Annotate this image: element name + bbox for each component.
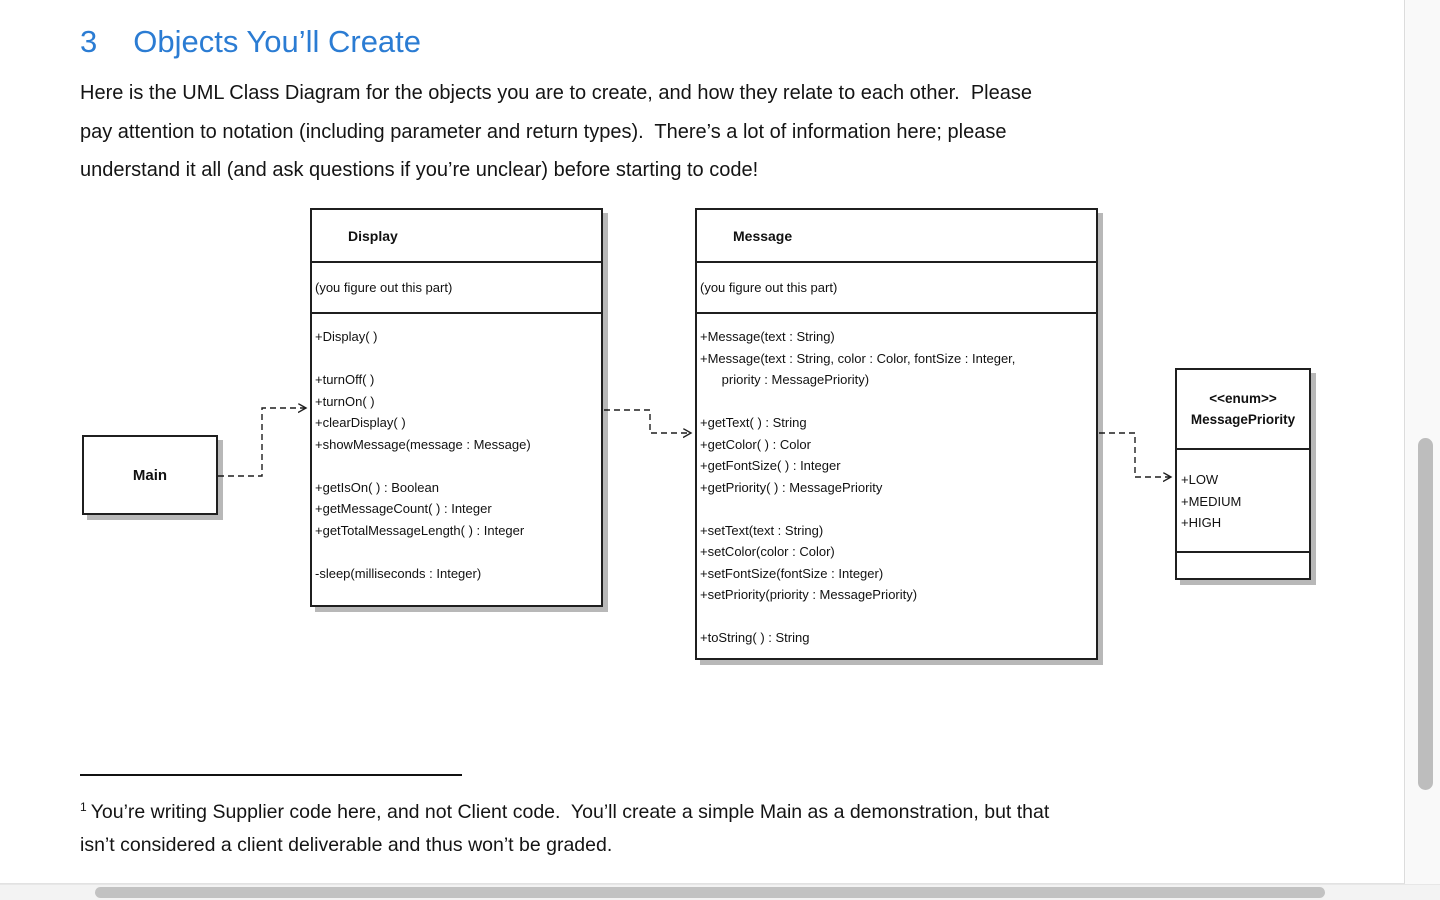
vertical-scrollbar-thumb[interactable] xyxy=(1418,438,1433,790)
message-class-attributes: (you figure out this part) xyxy=(697,261,1096,312)
section-number: 3 xyxy=(80,24,98,59)
section-heading: 3 Objects You’ll Create xyxy=(80,24,421,60)
main-class-title: Main xyxy=(132,466,168,484)
uml-class-display: Display (you figure out this part) +Disp… xyxy=(310,208,603,607)
intro-paragraph: Here is the UML Class Diagram for the ob… xyxy=(80,82,1032,181)
uml-class-main: Main xyxy=(82,435,218,515)
display-class-methods: +Display( ) +turnOff( ) +turnOn( ) +clea… xyxy=(312,312,601,584)
uml-class-message: Message (you figure out this part) +Mess… xyxy=(695,208,1098,660)
footnote-marker: 1 xyxy=(80,799,87,814)
footnote-separator xyxy=(80,774,462,776)
arrow-message-to-messagepriority xyxy=(1099,432,1171,477)
section-title: Objects You’ll Create xyxy=(133,24,422,59)
enum-empty-compartment xyxy=(1177,551,1309,576)
display-class-title: Display xyxy=(348,227,398,244)
message-class-title: Message xyxy=(733,227,793,244)
document-page: 3 Objects You’ll Create Here is the UML C… xyxy=(0,0,1405,884)
enum-name: MessagePriority xyxy=(1190,412,1296,427)
footnote-text: You’re writing Supplier code here, and n… xyxy=(80,801,1050,856)
arrow-display-to-message xyxy=(604,409,691,433)
display-class-attributes: (you figure out this part) xyxy=(312,261,601,312)
message-class-methods: +Message(text : String) +Message(text : … xyxy=(697,312,1096,649)
vertical-scrollbar-track[interactable] xyxy=(1406,0,1440,884)
horizontal-scrollbar-thumb[interactable] xyxy=(95,887,1325,898)
enum-title: <<enum>> MessagePriority xyxy=(1177,370,1309,448)
enum-stereotype: <<enum>> xyxy=(1209,391,1277,406)
enum-values: +LOW +MEDIUM +HIGH xyxy=(1177,448,1309,551)
uml-enum-messagepriority: <<enum>> MessagePriority +LOW +MEDIUM +H… xyxy=(1175,368,1311,580)
horizontal-scrollbar-track[interactable] xyxy=(0,884,1440,900)
arrow-main-to-display xyxy=(218,408,306,477)
